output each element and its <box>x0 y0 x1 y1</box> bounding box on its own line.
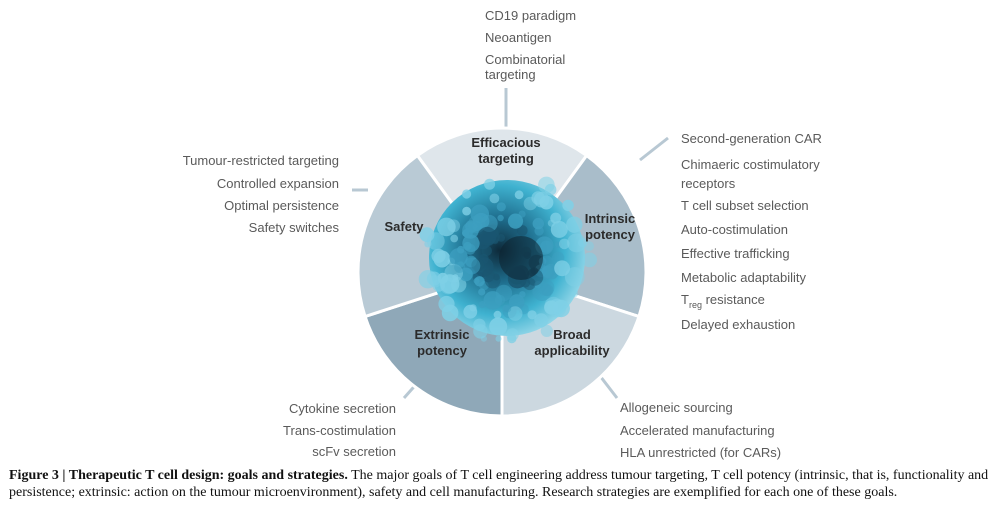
t-cell-surface-bump <box>465 220 478 233</box>
t-cell-surface-bump <box>578 238 588 248</box>
t-cell-surface-bump <box>467 215 486 234</box>
t-cell-surface-bump <box>554 260 570 277</box>
t-cell-surface-bump <box>567 233 586 253</box>
strategy-optimal-persistence: Optimal persistence <box>224 198 339 213</box>
t-cell-surface-bump <box>519 291 526 298</box>
strategy-hla-unrestricted: HLA unrestricted (for CARs) <box>620 445 782 460</box>
t-cell-surface-bump <box>550 220 568 238</box>
strategy-cd19-paradigm: CD19 paradigm <box>485 8 577 23</box>
goal-wheel <box>352 88 669 418</box>
t-cell-surface-bump <box>497 214 504 222</box>
t-cell-surface-bump <box>429 275 442 288</box>
t-cell-surface-bump <box>438 295 455 313</box>
t-cell-surface-bump <box>473 318 486 331</box>
segment-label-intrinsic-potency: Intrinsic potency <box>584 211 636 242</box>
strategy-cytokine-secretion: Cytokine secretion <box>289 401 396 416</box>
strategy-t-cell-subset-selection: T cell subset selection <box>681 198 809 213</box>
t-cell-surface-bump <box>550 212 562 224</box>
strategy-tumour-restricted-targeting: Tumour-restricted targeting <box>182 153 339 168</box>
t-cell-surface-bump <box>463 304 478 319</box>
t-cell-surface-bump <box>537 279 555 296</box>
strategy-metabolic-adaptability: Metabolic adaptability <box>681 270 807 285</box>
t-cell-surface-bump <box>507 213 524 229</box>
t-cell-surface-bump <box>484 178 496 190</box>
strategy-safety-switches: Safety switches <box>248 220 339 235</box>
t-cell-surface-bump <box>504 305 512 313</box>
t-cell-surface-bump <box>533 191 550 208</box>
segment-label-broad-applicability: Broad applicability <box>534 327 610 358</box>
t-cell-surface-bump <box>523 196 538 211</box>
t-cell-surface-bump <box>424 240 432 248</box>
t-cell-surface-bump <box>532 217 544 230</box>
figure-caption: Figure 3 | Therapeutic T cell design: go… <box>9 467 997 501</box>
t-cell-image <box>418 176 597 344</box>
strategy-controlled-expansion: Controlled expansion <box>216 176 339 191</box>
strategy-chimaeric-costimulatory-receptors: Chimaeric costimulatory receptors <box>681 157 820 191</box>
diagram: Efficacious targeting Intrinsic potency … <box>182 8 822 460</box>
strategy-delayed-exhaustion: Delayed exhaustion <box>681 317 796 332</box>
t-cell-surface-bump <box>540 324 553 337</box>
strategy-neoantigen: Neoantigen <box>485 30 552 45</box>
strategy-auto-costimulation: Auto-costimulation <box>681 222 788 237</box>
t-cell-surface-bump <box>489 193 500 204</box>
segment-label-safety: Safety <box>384 219 424 234</box>
strategy-treg-resistance: Treg resistance <box>681 292 765 310</box>
t-cell-surface-bump <box>483 291 503 310</box>
strategy-effective-trafficking: Effective trafficking <box>681 246 790 261</box>
t-cell-surface-bump <box>562 199 574 212</box>
t-cell-surface-bump <box>431 248 446 263</box>
strategy-allogeneic-sourcing: Allogeneic sourcing <box>620 400 733 415</box>
t-cell-surface-bump <box>462 234 480 252</box>
t-cell-surface-bump <box>440 277 457 295</box>
t-cell-surface-bump <box>493 310 502 319</box>
t-cell-surface-bump <box>462 229 470 237</box>
t-cell-surface-bump <box>534 313 549 328</box>
t-cell-surface-bump <box>452 274 459 281</box>
t-cell-surface-bump <box>450 234 459 243</box>
leader-line <box>639 136 669 162</box>
t-cell-surface-bump <box>463 257 481 275</box>
strategy-trans-costimulation: Trans-costimulation <box>283 423 396 438</box>
t-cell-surface-bump <box>566 216 583 233</box>
caption-title: Figure 3 | Therapeutic T cell design: go… <box>9 468 348 483</box>
strategy-second-generation-car: Second-generation CAR <box>681 131 822 146</box>
t-cell-surface-bump <box>484 272 501 289</box>
t-cell-surface-bump <box>552 299 570 318</box>
t-cell-surface-bump <box>544 183 557 196</box>
t-cell-surface-bump <box>516 225 528 236</box>
t-cell-surface-bump <box>514 190 524 200</box>
caption-body: The major goals of T cell engineering ad… <box>9 468 989 500</box>
t-cell-surface-bump <box>559 238 570 250</box>
t-cell-surface-bump <box>462 189 472 199</box>
t-cell-surface-bump <box>496 202 506 212</box>
t-cell-surface-bump <box>527 310 537 320</box>
t-cell-surface-bump <box>571 290 579 298</box>
t-cell-surface-bump <box>507 333 517 344</box>
t-cell-surface-bump <box>419 227 435 243</box>
t-cell-surface-bump <box>582 252 597 268</box>
t-cell-core <box>499 236 543 280</box>
t-cell-surface-bump <box>454 261 466 273</box>
t-cell-surface-bump <box>462 206 471 216</box>
t-cell-surface-bump <box>437 217 456 237</box>
t-cell-surface-bump <box>478 301 486 308</box>
segment-label-efficacious-targeting: Efficacious targeting <box>471 135 541 166</box>
t-cell-surface-bump <box>564 267 585 287</box>
t-cell-surface-bump <box>449 248 468 267</box>
t-cell-surface-bump <box>507 306 523 321</box>
t-cell-surface-bump <box>584 241 594 252</box>
strategy-scfv-secretion: scFv secretion <box>312 444 396 459</box>
strategy-combinatorial-targeting: Combinatorial targeting <box>485 52 566 82</box>
segment-label-extrinsic-potency: Extrinsic potency <box>414 327 470 358</box>
t-cell-surface-bump <box>541 284 554 297</box>
t-cell-surface-bump <box>477 226 497 246</box>
t-cell-surface-bump <box>480 335 487 342</box>
t-cell-surface-bump <box>497 234 505 242</box>
t-cell-surface-bump <box>418 270 438 289</box>
t-cell-surface-bump <box>489 317 508 336</box>
strategy-accelerated-manufacturing: Accelerated manufacturing <box>620 423 775 438</box>
t-cell-surface-bump <box>495 335 502 342</box>
